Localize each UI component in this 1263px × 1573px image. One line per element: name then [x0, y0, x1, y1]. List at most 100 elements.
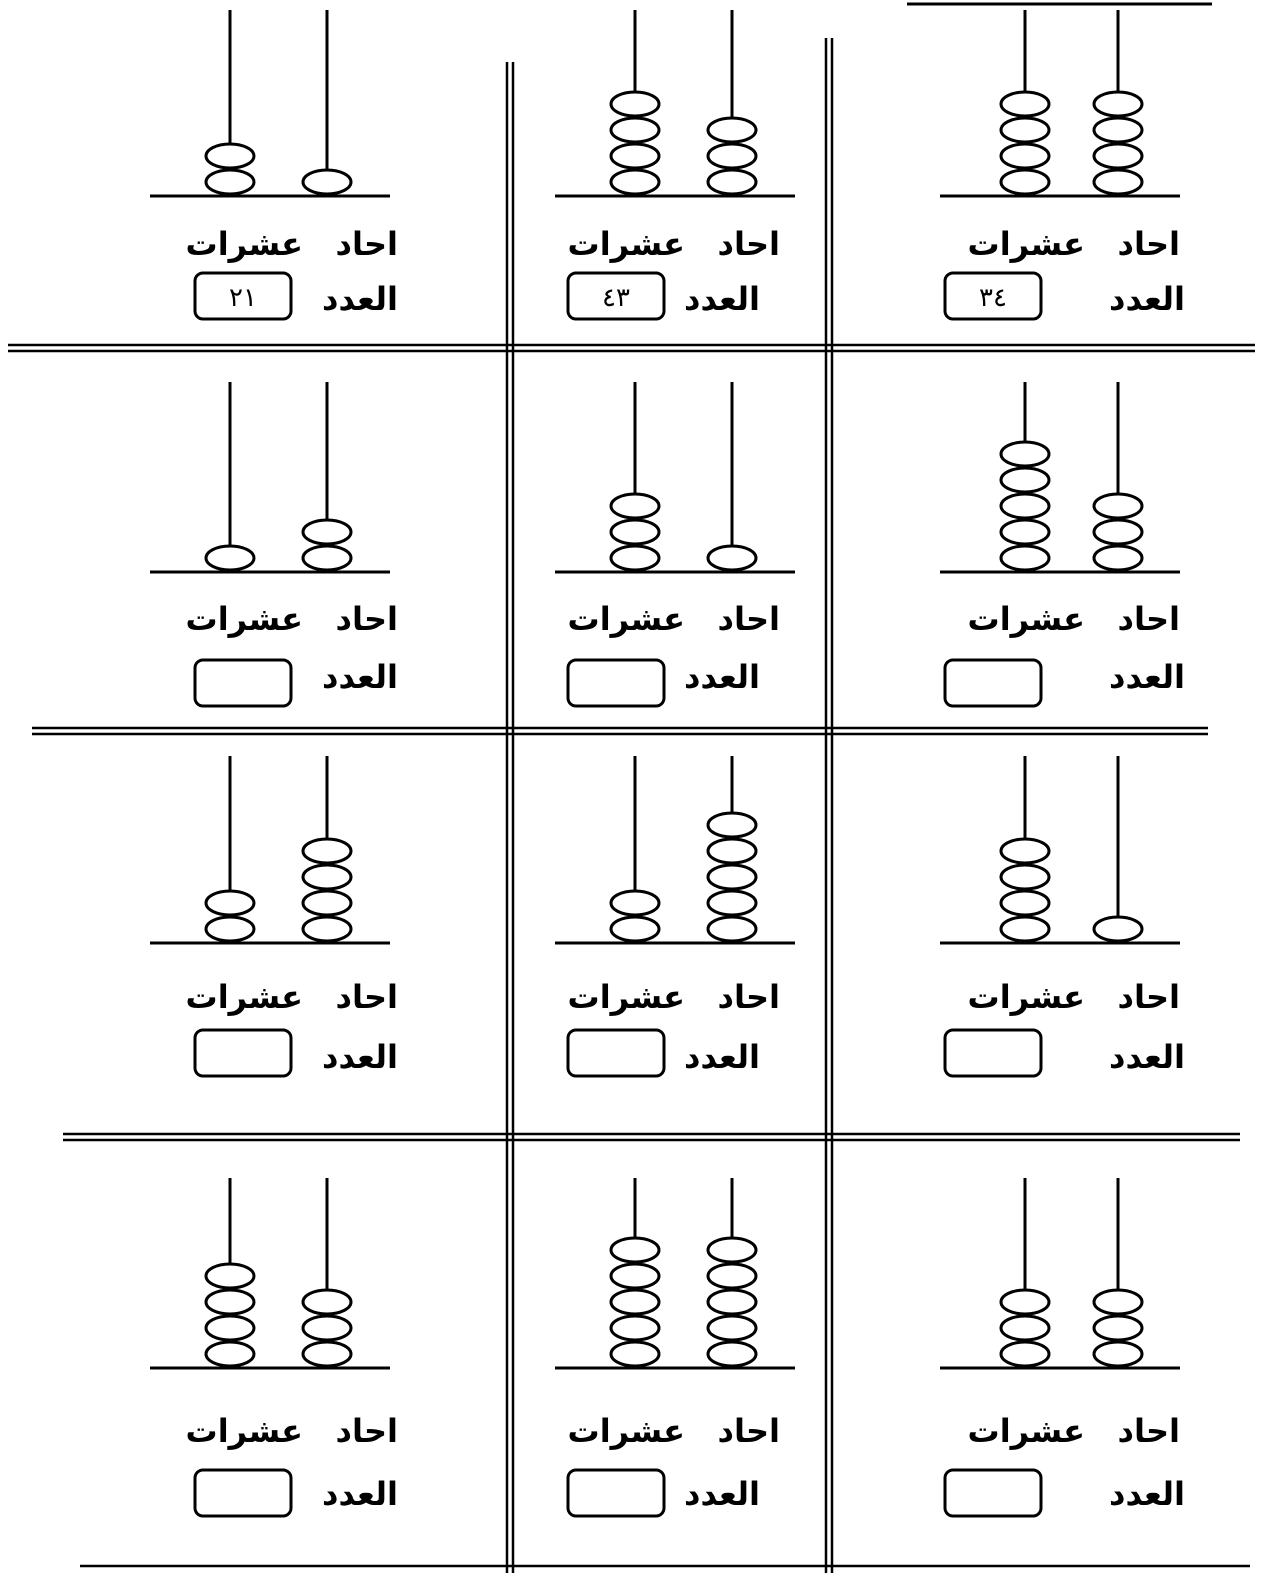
row-divider-3 — [63, 1134, 1240, 1140]
number-label: العدد — [1109, 280, 1185, 318]
tens-bead — [611, 1316, 659, 1340]
ones-label: احاد — [718, 1412, 780, 1450]
ones-bead — [1094, 118, 1142, 142]
tens-bead — [611, 118, 659, 142]
ones-bead — [1094, 494, 1142, 518]
tens-label: عشرات — [186, 1412, 303, 1450]
abacus-cell: احاد عشرات العدد — [555, 382, 795, 706]
ones-label: احاد — [336, 978, 398, 1016]
ones-bead — [708, 813, 756, 837]
number-label: العدد — [1109, 1475, 1185, 1513]
tens-bead — [611, 92, 659, 116]
ones-bead — [1094, 520, 1142, 544]
tens-bead — [611, 144, 659, 168]
number-label: العدد — [684, 1038, 760, 1076]
ones-bead — [303, 1316, 351, 1340]
tens-label: عشرات — [568, 600, 685, 638]
tens-bead — [1001, 546, 1049, 570]
ones-bead — [303, 865, 351, 889]
ones-bead — [708, 118, 756, 142]
answer-value: ٤٣ — [602, 283, 630, 313]
tens-bead — [1001, 118, 1049, 142]
tens-bead — [206, 1290, 254, 1314]
tens-bead — [206, 170, 254, 194]
ones-bead — [1094, 92, 1142, 116]
ones-bead — [708, 865, 756, 889]
tens-bead — [1001, 494, 1049, 518]
answer-box[interactable] — [568, 1030, 664, 1076]
ones-label: احاد — [718, 600, 780, 638]
tens-bead — [1001, 917, 1049, 941]
row-divider-1 — [8, 345, 1255, 351]
tens-bead — [1001, 891, 1049, 915]
ones-bead — [708, 1316, 756, 1340]
tens-bead — [1001, 92, 1049, 116]
answer-box[interactable] — [568, 660, 664, 706]
ones-bead — [303, 891, 351, 915]
answer-box[interactable] — [945, 1470, 1041, 1516]
ones-label: احاد — [1118, 600, 1180, 638]
answer-box[interactable] — [195, 1030, 291, 1076]
ones-label: احاد — [718, 978, 780, 1016]
ones-bead — [708, 170, 756, 194]
tens-bead — [1001, 468, 1049, 492]
ones-bead — [708, 1290, 756, 1314]
ones-bead — [303, 917, 351, 941]
tens-bead — [206, 546, 254, 570]
answer-box[interactable] — [945, 660, 1041, 706]
tens-label: عشرات — [186, 978, 303, 1016]
ones-bead — [303, 520, 351, 544]
ones-label: احاد — [336, 1412, 398, 1450]
ones-bead — [708, 1238, 756, 1262]
tens-bead — [611, 1264, 659, 1288]
ones-bead — [303, 1290, 351, 1314]
ones-bead — [303, 839, 351, 863]
ones-bead — [1094, 170, 1142, 194]
column-divider-2 — [826, 38, 832, 1573]
answer-value: ٣٤ — [979, 283, 1007, 313]
tens-bead — [206, 891, 254, 915]
ones-label: احاد — [336, 225, 398, 263]
tens-label: عشرات — [968, 600, 1085, 638]
answer-box[interactable] — [195, 1470, 291, 1516]
ones-bead — [303, 546, 351, 570]
number-label: العدد — [322, 658, 398, 696]
ones-bead — [1094, 917, 1142, 941]
tens-label: عشرات — [968, 1412, 1085, 1450]
tens-bead — [206, 144, 254, 168]
number-label: العدد — [684, 280, 760, 318]
ones-bead — [1094, 144, 1142, 168]
tens-bead — [611, 494, 659, 518]
tens-bead — [1001, 839, 1049, 863]
tens-bead — [1001, 1342, 1049, 1366]
tens-bead — [611, 1342, 659, 1366]
tens-bead — [1001, 442, 1049, 466]
answer-box[interactable] — [568, 1470, 664, 1516]
tens-label: عشرات — [568, 978, 685, 1016]
ones-bead — [708, 917, 756, 941]
ones-bead — [708, 891, 756, 915]
ones-bead — [303, 1342, 351, 1366]
number-label: العدد — [322, 1475, 398, 1513]
tens-label: عشرات — [568, 225, 685, 263]
tens-label: عشرات — [968, 225, 1085, 263]
ones-bead — [303, 170, 351, 194]
ones-bead — [708, 1264, 756, 1288]
column-divider-1 — [507, 62, 513, 1573]
tens-bead — [1001, 1316, 1049, 1340]
tens-bead — [611, 891, 659, 915]
answer-value: ٢١ — [229, 283, 257, 313]
tens-bead — [1001, 1290, 1049, 1314]
tens-bead — [1001, 144, 1049, 168]
tens-bead — [206, 917, 254, 941]
answer-box[interactable] — [945, 1030, 1041, 1076]
answer-box[interactable] — [195, 660, 291, 706]
number-label: العدد — [684, 658, 760, 696]
